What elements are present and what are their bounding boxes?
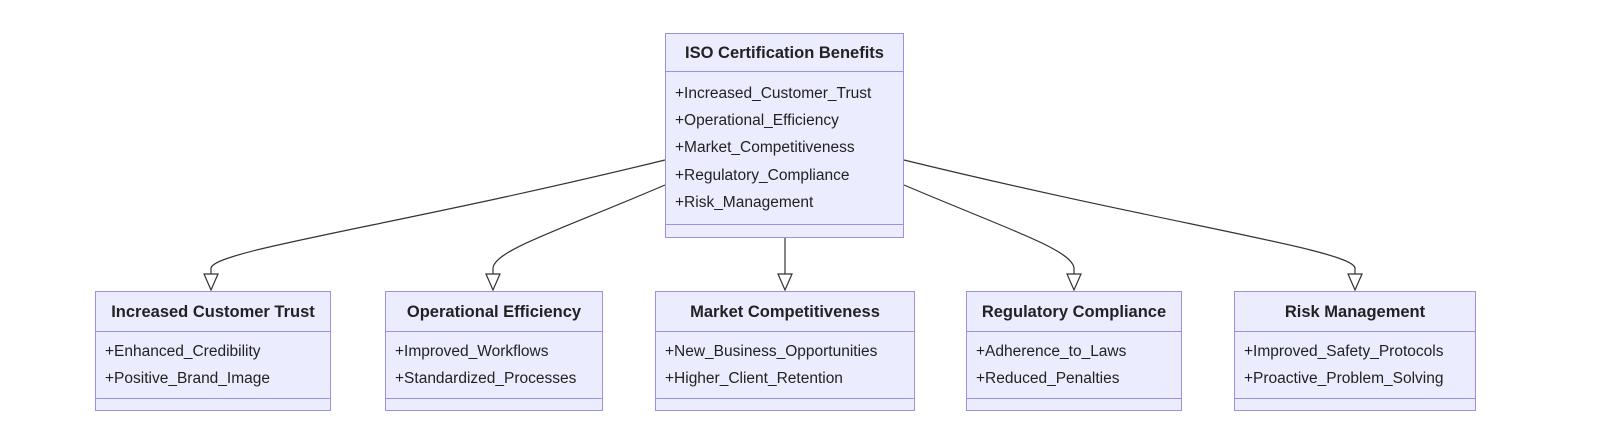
class-methods xyxy=(96,399,330,410)
class-methods xyxy=(656,399,914,410)
inheritance-arrow-regulatory-compliance xyxy=(1066,273,1082,292)
inheritance-arrow-increased-customer-trust xyxy=(203,273,219,292)
class-title: Regulatory Compliance xyxy=(967,292,1181,332)
inheritance-arrow-risk-management xyxy=(1347,273,1363,292)
class-attribute: +Enhanced_Credibility xyxy=(105,343,261,360)
class-box-risk-management: Risk Management +Improved_Safety_Protoco… xyxy=(1234,291,1476,411)
class-attribute: +Reduced_Penalties xyxy=(976,370,1120,387)
class-attribute: +Standardized_Processes xyxy=(395,370,577,387)
inheritance-arrow-market-competitiveness xyxy=(777,273,793,292)
class-methods xyxy=(1235,399,1475,410)
class-attribute: +Proactive_Problem_Solving xyxy=(1244,370,1444,387)
class-attribute: +Increased_Customer_Trust xyxy=(675,85,872,102)
class-attributes: +New_Business_Opportunities +Higher_Clie… xyxy=(656,332,914,399)
class-attribute: +Positive_Brand_Image xyxy=(105,370,271,387)
class-attributes: +Enhanced_Credibility +Positive_Brand_Im… xyxy=(96,332,330,399)
class-title: Risk Management xyxy=(1235,292,1475,332)
class-attributes: +Improved_Safety_Protocols +Proactive_Pr… xyxy=(1235,332,1475,399)
class-attributes: +Adherence_to_Laws +Reduced_Penalties xyxy=(967,332,1181,399)
class-title: Operational Efficiency xyxy=(386,292,602,332)
class-box-operational-efficiency: Operational Efficiency +Improved_Workflo… xyxy=(385,291,603,411)
edge-regulatory-compliance xyxy=(903,184,1075,274)
class-attribute: +Operational_Efficiency xyxy=(675,112,839,130)
class-attributes: +Increased_Customer_Trust +Operational_E… xyxy=(666,72,903,225)
class-attribute: +Higher_Client_Retention xyxy=(665,370,843,387)
class-methods xyxy=(666,225,903,236)
class-box-increased-customer-trust: Increased Customer Trust +Enhanced_Credi… xyxy=(95,291,331,411)
class-methods xyxy=(386,399,602,410)
class-attribute: +Adherence_to_Laws xyxy=(976,343,1127,360)
class-title: ISO Certification Benefits xyxy=(666,34,903,72)
class-box-regulatory-compliance: Regulatory Compliance +Adherence_to_Laws… xyxy=(966,291,1182,411)
class-attribute: +Improved_Safety_Protocols xyxy=(1244,343,1444,360)
class-attribute: +New_Business_Opportunities xyxy=(665,343,878,360)
class-attribute: +Market_Competitiveness xyxy=(675,139,855,157)
class-attribute: +Regulatory_Compliance xyxy=(675,166,850,184)
class-attributes: +Improved_Workflows +Standardized_Proces… xyxy=(386,332,602,399)
class-attribute: +Risk_Management xyxy=(675,193,814,211)
class-box-iso-certification-benefits: ISO Certification Benefits +Increased_Cu… xyxy=(665,33,904,238)
edge-increased-customer-trust xyxy=(210,159,666,274)
class-box-market-competitiveness: Market Competitiveness +New_Business_Opp… xyxy=(655,291,915,411)
class-title: Market Competitiveness xyxy=(656,292,914,332)
edge-risk-management xyxy=(903,159,1356,274)
edge-operational-efficiency xyxy=(492,184,666,274)
class-methods xyxy=(967,399,1181,410)
inheritance-arrow-operational-efficiency xyxy=(485,273,501,292)
class-title: Increased Customer Trust xyxy=(96,292,330,332)
class-attribute: +Improved_Workflows xyxy=(395,343,549,360)
